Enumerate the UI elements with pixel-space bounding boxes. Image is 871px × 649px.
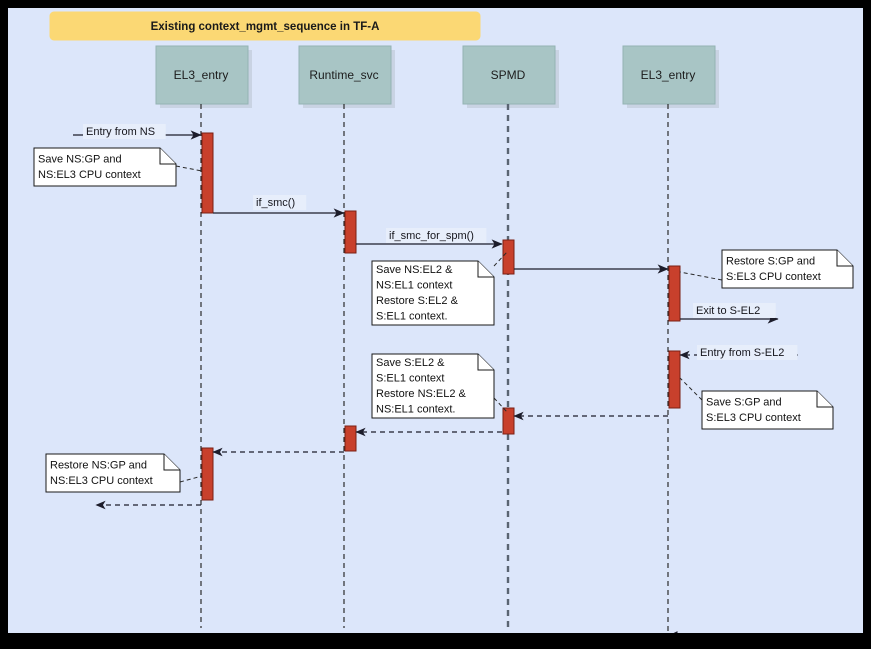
activation-bar[interactable] xyxy=(502,239,515,275)
note-body xyxy=(701,390,834,430)
message-label-bg xyxy=(693,303,776,318)
lifeline-header-box[interactable] xyxy=(155,45,249,105)
note-body xyxy=(721,249,854,289)
note-line: Restore S:GP and xyxy=(726,256,815,268)
message-msg-entry-ns[interactable]: Entry from NS xyxy=(73,124,202,140)
note-line: S:EL3 CPU context xyxy=(706,412,801,424)
activation-bar[interactable] xyxy=(668,265,681,322)
message-label-bg xyxy=(253,195,307,210)
note-line: NS:EL1 context. xyxy=(376,404,456,416)
activation-bar[interactable] xyxy=(201,447,214,501)
note-connector xyxy=(493,250,509,267)
lifeline-header-box[interactable] xyxy=(622,45,716,105)
message-msg-if-smc-for-spm[interactable]: if_smc_for_spm() xyxy=(356,228,503,249)
message-label-bg xyxy=(386,228,487,243)
note-line: Restore NS:GP and xyxy=(50,460,147,472)
message-msg-if-smc[interactable]: if_smc() xyxy=(213,195,345,218)
note-fold-corner xyxy=(836,250,853,267)
note-line: Save NS:EL2 & xyxy=(376,264,453,276)
note-connector xyxy=(679,271,723,281)
message-msg-exit-s-el2[interactable]: Exit to S-EL2 xyxy=(680,303,779,324)
lifeline-spmd[interactable]: SPMD xyxy=(462,45,559,628)
note-line: NS:EL1 context xyxy=(376,280,452,292)
activation-bar[interactable] xyxy=(201,132,214,214)
lifelines-layer: EL3_entry Runtime_svc SPMD EL3_entry xyxy=(155,45,719,633)
messages-layer: Entry from NS if_smc() if_smc_for_spm() Exi… xyxy=(73,124,798,510)
title-banner-rect xyxy=(49,11,481,41)
lifeline-header-box[interactable] xyxy=(462,45,556,105)
lifeline-label: Runtime_svc xyxy=(309,68,378,82)
message-label: if_smc_for_spm() xyxy=(389,230,474,242)
sequence-diagram-svg: Existing context_mgmt_sequence in TF-A E… xyxy=(33,11,854,633)
note-line: S:EL3 CPU context xyxy=(726,271,821,283)
note-line: Save NS:GP and xyxy=(38,154,122,166)
note-line: NS:EL3 CPU context xyxy=(38,169,141,181)
note-fold-corner xyxy=(477,354,494,371)
activation-bar[interactable] xyxy=(668,350,681,409)
note-line: Restore NS:EL2 & xyxy=(376,388,467,400)
note-body xyxy=(371,353,495,419)
activation-bar[interactable] xyxy=(344,210,357,254)
note-connector xyxy=(679,377,703,401)
message-label: Entry from NS xyxy=(86,126,155,138)
lifeline-label: EL3_entry xyxy=(641,68,696,82)
lifeline-label: SPMD xyxy=(491,68,526,82)
activations-layer xyxy=(201,132,681,501)
lifeline-runtime_svc[interactable]: Runtime_svc xyxy=(298,45,395,628)
lifeline-el3_right[interactable]: EL3_entry xyxy=(622,45,719,633)
message-label: Exit to S-EL2 xyxy=(696,305,760,317)
note-connector xyxy=(493,397,509,414)
message-label-bg xyxy=(83,124,166,139)
lifeline-header-box[interactable] xyxy=(298,45,392,105)
note-connector xyxy=(175,165,203,172)
note-line: Restore S:EL2 & xyxy=(376,295,459,307)
lifeline-label: EL3_entry xyxy=(174,68,229,82)
title-banner-label: Existing context_mgmt_sequence in TF-A xyxy=(151,21,380,33)
message-label-bg xyxy=(697,345,798,360)
note-fold-corner xyxy=(477,261,494,278)
note-fold-corner xyxy=(816,391,833,408)
title-banner: Existing context_mgmt_sequence in TF-A xyxy=(49,11,481,41)
note-line: Save S:GP and xyxy=(706,397,782,409)
note-body xyxy=(33,147,177,187)
note-fold-corner xyxy=(163,454,180,471)
note-line: S:EL1 context xyxy=(376,373,445,385)
note-body xyxy=(45,453,181,493)
note-line: Save S:EL2 & xyxy=(376,357,445,369)
message-msg-entry-s-el2[interactable]: Entry from S-EL2 xyxy=(679,345,798,360)
note-connector xyxy=(179,475,203,483)
activation-bar[interactable] xyxy=(502,407,515,435)
message-label: Entry from S-EL2 xyxy=(700,347,784,359)
note-line: NS:EL3 CPU context xyxy=(50,475,153,487)
activation-bar[interactable] xyxy=(344,425,357,452)
lifeline-el3_left[interactable]: EL3_entry xyxy=(155,45,252,628)
note-body xyxy=(371,260,495,326)
note-fold-corner xyxy=(159,148,176,165)
diagram-canvas: Existing context_mgmt_sequence in TF-A E… xyxy=(8,8,863,633)
note-line: S:EL1 context. xyxy=(376,311,448,323)
message-label: if_smc() xyxy=(256,197,295,209)
